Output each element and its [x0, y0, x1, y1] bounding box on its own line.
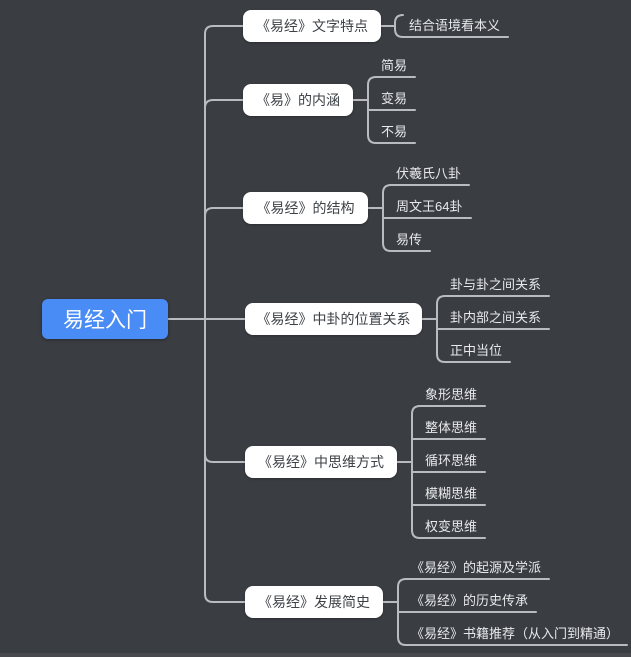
subtopic[interactable]: 变易 — [381, 91, 408, 106]
branch-topic-1[interactable]: 《易经》文字特点 — [243, 10, 381, 42]
branch-3-connectors — [367, 184, 472, 252]
branch-topic-6[interactable]: 《易经》发展简史 — [245, 586, 383, 618]
subtopic[interactable]: 《易经》的起源及学派 — [411, 560, 542, 575]
subtopic[interactable]: 伏羲氏八卦 — [396, 166, 462, 181]
subtopic[interactable]: 整体思维 — [425, 420, 478, 435]
branch-topic-3[interactable]: 《易经》的结构 — [243, 192, 368, 224]
subtopic[interactable]: 权变思维 — [425, 519, 478, 534]
subtopic[interactable]: 卦与卦之间关系 — [450, 277, 542, 292]
branch-2-connectors — [352, 76, 416, 144]
branch-4-connectors — [421, 295, 550, 363]
subtopic[interactable]: 《易经》的历史传承 — [411, 593, 529, 608]
subtopic[interactable]: 正中当位 — [450, 343, 503, 358]
subtopic[interactable]: 循环思维 — [425, 453, 478, 468]
branch-6-connectors — [382, 578, 628, 646]
subtopic[interactable]: 不易 — [381, 124, 408, 139]
canvas-bottom-strip — [0, 653, 631, 657]
subtopic[interactable]: 易传 — [396, 232, 423, 247]
trunk-connectors — [167, 25, 246, 603]
subtopic[interactable]: 象形思维 — [425, 387, 478, 402]
branch-1-connectors — [380, 14, 509, 38]
subtopic[interactable]: 卦内部之间关系 — [450, 310, 542, 325]
subtopic[interactable]: 模糊思维 — [425, 486, 478, 501]
root-topic[interactable]: 易经入门 — [42, 299, 168, 339]
subtopic[interactable]: 《易经》书籍推荐（从入门到精通） — [411, 626, 620, 641]
branch-topic-5[interactable]: 《易经》中思维方式 — [245, 446, 397, 478]
subtopic[interactable]: 结合语境看本义 — [409, 18, 501, 33]
subtopic[interactable]: 周文王64卦 — [396, 199, 463, 214]
subtopic[interactable]: 简易 — [381, 58, 408, 73]
branch-topic-4[interactable]: 《易经》中卦的位置关系 — [245, 303, 422, 335]
branch-5-connectors — [396, 405, 486, 539]
branch-topic-2[interactable]: 《易》的内涵 — [243, 84, 353, 116]
